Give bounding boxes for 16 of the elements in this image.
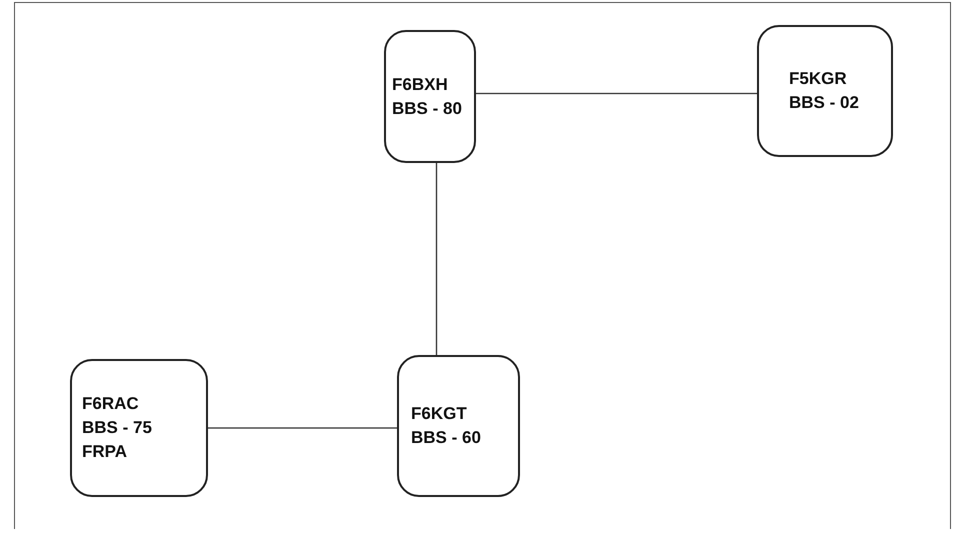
station-label: BBS - 02 xyxy=(789,92,860,114)
station-label: F6KGT xyxy=(411,403,468,425)
station-box xyxy=(757,25,893,157)
station-box xyxy=(70,359,208,497)
station-label: BBS - 75 xyxy=(82,417,153,439)
station-box xyxy=(397,355,520,497)
connector-line xyxy=(476,92,757,94)
station-label: F6BXH xyxy=(392,74,449,96)
station-box xyxy=(384,30,476,163)
station-label: BBS - 60 xyxy=(411,427,482,449)
station-label: BBS - 80 xyxy=(392,98,463,120)
connector-line xyxy=(436,163,438,355)
station-label: F5KGR xyxy=(789,68,848,90)
station-label: F6RAC xyxy=(82,393,140,415)
station-label: FRPA xyxy=(82,441,128,463)
connector-line xyxy=(208,427,397,429)
